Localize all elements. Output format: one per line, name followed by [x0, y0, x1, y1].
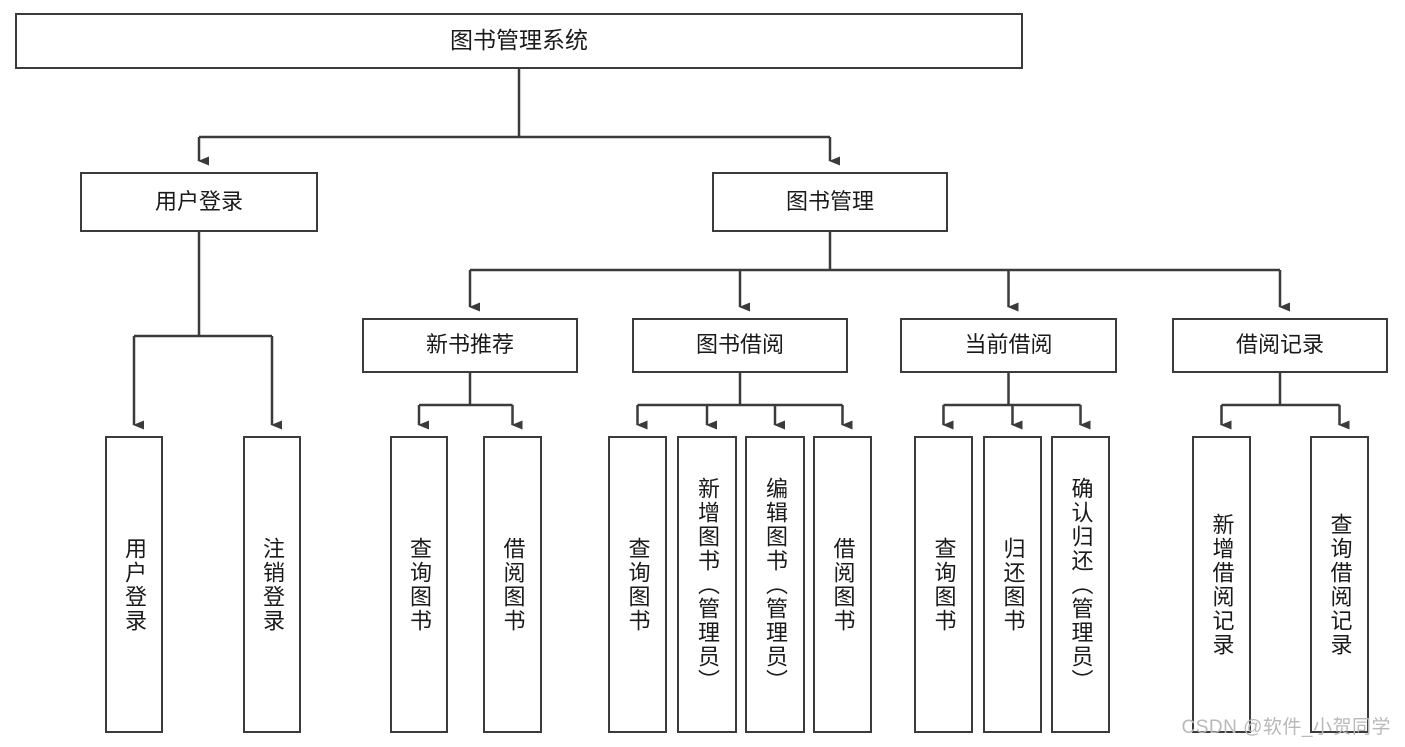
- leaf-query-book-1[interactable]: 查询图书: [390, 436, 448, 733]
- node-label: 新书推荐: [425, 332, 514, 358]
- leaf-query-book-3[interactable]: 查询图书: [914, 436, 973, 733]
- node-label: 新增借阅记录: [1209, 512, 1235, 657]
- node-new-book-recommend[interactable]: 新书推荐: [362, 318, 578, 373]
- leaf-user-login[interactable]: 用户登录: [105, 436, 163, 733]
- leaf-confirm-return[interactable]: 确认归还（管理员）: [1051, 436, 1110, 733]
- node-label: 查询图书: [625, 536, 651, 633]
- node-label: 查询借阅记录: [1327, 512, 1353, 657]
- node-label: 借阅记录: [1235, 332, 1324, 358]
- node-label: 借阅图书: [500, 536, 526, 633]
- leaf-edit-book[interactable]: 编辑图书（管理员）: [745, 436, 805, 733]
- leaf-add-book[interactable]: 新增图书（管理员）: [677, 436, 737, 733]
- node-book-borrow[interactable]: 图书借阅: [632, 318, 848, 373]
- node-borrow-record[interactable]: 借阅记录: [1172, 318, 1388, 373]
- node-label: 新增图书（管理员）: [695, 476, 720, 693]
- node-root-system[interactable]: 图书管理系统: [15, 13, 1023, 69]
- node-label: 用户登录: [154, 188, 243, 214]
- node-label: 归还图书: [1000, 536, 1026, 633]
- node-label: 查询图书: [407, 536, 432, 633]
- leaf-borrow-book-1[interactable]: 借阅图书: [483, 436, 542, 733]
- node-label: 确认归还（管理员）: [1068, 476, 1094, 693]
- node-label: 当前借阅: [964, 332, 1053, 358]
- leaf-query-book-2[interactable]: 查询图书: [608, 436, 667, 733]
- node-label: 编辑图书（管理员）: [763, 476, 788, 693]
- leaf-return-book[interactable]: 归还图书: [983, 436, 1042, 733]
- node-label: 查询图书: [931, 536, 957, 633]
- leaf-query-record[interactable]: 查询借阅记录: [1310, 436, 1369, 733]
- node-label: 用户登录: [122, 536, 147, 633]
- node-book-management[interactable]: 图书管理: [712, 172, 948, 232]
- node-label: 图书借阅: [695, 332, 784, 358]
- leaf-borrow-book-2[interactable]: 借阅图书: [813, 436, 872, 733]
- leaf-add-record[interactable]: 新增借阅记录: [1192, 436, 1251, 733]
- node-label: 图书管理系统: [450, 27, 588, 54]
- node-label: 注销登录: [260, 536, 285, 633]
- node-user-login[interactable]: 用户登录: [80, 172, 318, 232]
- node-label: 借阅图书: [830, 536, 856, 633]
- leaf-logout[interactable]: 注销登录: [243, 436, 301, 733]
- node-current-borrow[interactable]: 当前借阅: [900, 318, 1117, 373]
- node-label: 图书管理: [785, 188, 874, 214]
